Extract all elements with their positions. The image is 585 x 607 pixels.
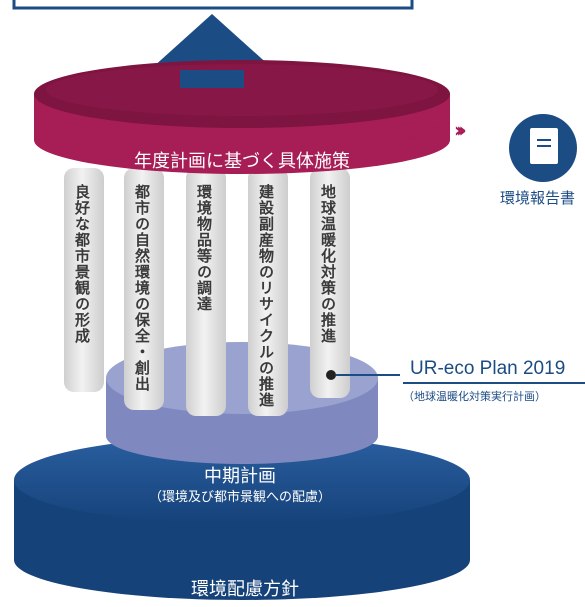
middle-tier-label: 中期計画: [204, 466, 276, 487]
top-tier-label: 年度計画に基づく具体施策: [134, 151, 350, 172]
plan-title: UR-eco Plan 2019: [410, 358, 566, 379]
pillar-4: [248, 168, 288, 416]
top-banner-frame: [12, 0, 414, 10]
top-tier-highlight: [46, 64, 438, 116]
callout-dot: [326, 370, 336, 380]
middle-tier-sublabel: （環境及び都市景観への配慮）: [148, 490, 331, 505]
report-label: 報告: [408, 125, 442, 145]
pillar-5-label: 地球温暖化対策の推進: [319, 184, 337, 344]
pillar-1-label: 良好な都市景観の形成: [73, 184, 91, 344]
pillars: [64, 168, 350, 416]
pillar-4-label: 建設副産物のリサイクルの推進: [257, 184, 275, 408]
environment-report-label: 環境報告書: [500, 189, 576, 207]
pillar-3: [186, 168, 226, 416]
pillar-5: [310, 168, 350, 398]
report-arrow-icon: ›››: [454, 118, 467, 142]
arrow-stem-overlap: [180, 70, 244, 88]
pillar-2-label: 都市の自然環境の保全・創出: [133, 184, 151, 392]
pillar-3-label: 環境物品等の調達: [195, 184, 213, 312]
pillar-1: [64, 168, 104, 392]
base-tier-label: 環境配慮方針: [191, 579, 299, 600]
pillar-2: [124, 168, 164, 410]
base-tier-top: [14, 436, 470, 524]
plan-subtitle: （地球温暖化対策実行計画）: [403, 390, 546, 403]
